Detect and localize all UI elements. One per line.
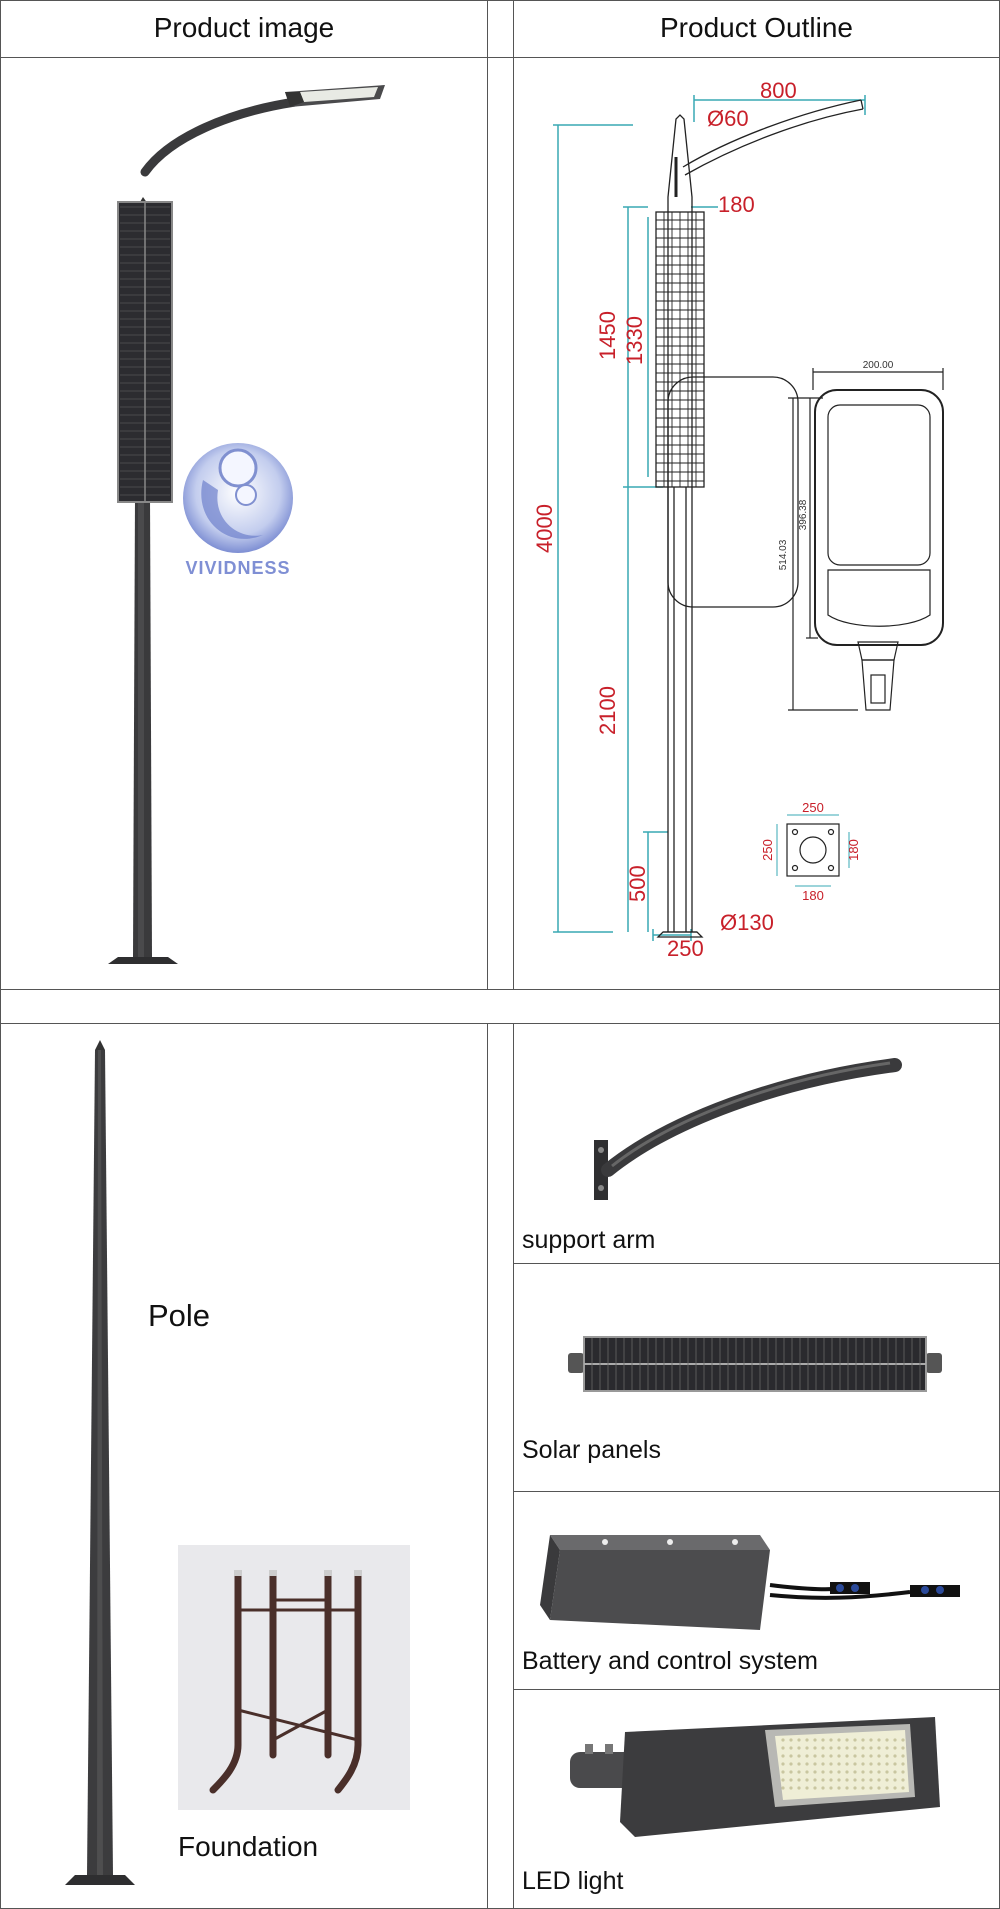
dim-2100: 2100 <box>595 686 620 735</box>
gap-cell-top <box>487 57 514 990</box>
battery-label: Battery and control system <box>522 1647 818 1675</box>
dim-4000: 4000 <box>532 504 557 553</box>
dim-250: 250 <box>667 936 704 961</box>
lamp-height2-label: 514.03 <box>778 539 789 570</box>
table-header-right <box>513 0 1000 58</box>
logo-text: VIVIDNESS <box>185 558 291 578</box>
base-left-dim: 250 <box>760 839 775 861</box>
outline-drawing <box>553 95 866 941</box>
table-header-gap <box>487 0 514 58</box>
support-arm-label: support arm <box>522 1226 656 1254</box>
street-light-render <box>108 85 385 964</box>
dim-1450: 1450 <box>595 311 620 360</box>
solar-panels-image <box>568 1336 942 1392</box>
lamp-dimension-drawing: 200.00 396.38 514.03 <box>778 360 944 711</box>
table-header-left <box>0 0 488 58</box>
dim-180: 180 <box>718 192 755 217</box>
dim-800: 800 <box>760 78 797 103</box>
support-arm-image <box>594 1058 902 1200</box>
lamp-height1-label: 396.38 <box>798 499 809 530</box>
header-product-outline: Product Outline <box>660 12 853 43</box>
dim-1330: 1330 <box>622 316 647 365</box>
dim-phi130: Ø130 <box>720 910 774 935</box>
foundation-label: Foundation <box>178 1831 319 1862</box>
battery-image <box>540 1535 960 1630</box>
spacer-row <box>0 989 1000 1024</box>
header-product-image: Product image <box>153 12 335 43</box>
product-outline-cell <box>513 57 1000 990</box>
pole-image <box>65 1040 135 1885</box>
base-top-dim: 250 <box>802 800 824 815</box>
foundation-image <box>178 1545 410 1810</box>
led-light-image <box>570 1717 940 1837</box>
led-light-label: LED light <box>522 1867 624 1895</box>
lamp-width-label: 200.00 <box>863 360 894 371</box>
gap-cell-bottom <box>487 1023 514 1909</box>
base-plate-drawing: 250 250 180 180 <box>760 800 861 903</box>
base-bottom-dim: 180 <box>802 888 824 903</box>
pole-label: Pole <box>148 1298 211 1333</box>
dim-500: 500 <box>625 865 650 902</box>
base-right-dim: 180 <box>846 839 861 861</box>
vividness-logo <box>183 443 293 553</box>
solar-panels-label: Solar panels <box>522 1436 661 1464</box>
dim-phi60: Ø60 <box>707 106 749 131</box>
